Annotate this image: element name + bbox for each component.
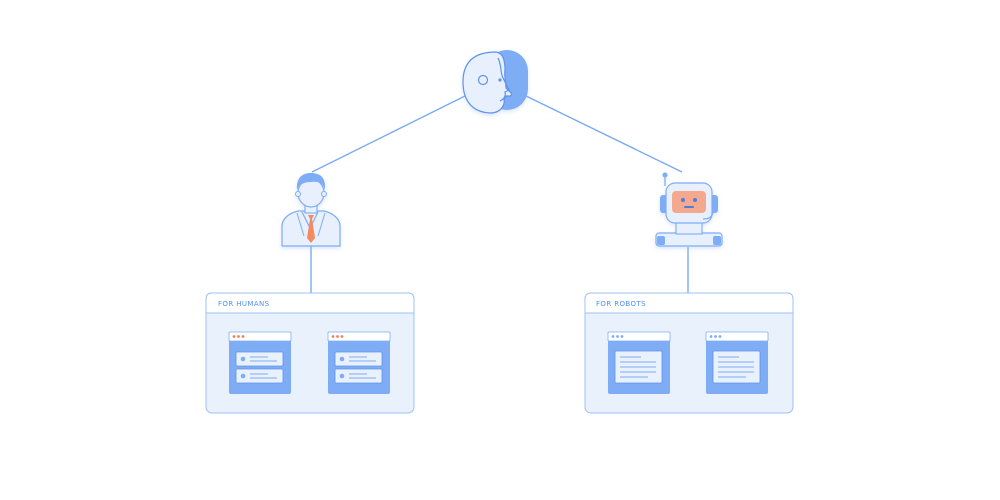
- robot-icon: [655, 172, 723, 247]
- browser-card-robot-2: [705, 331, 769, 394]
- businessman-icon: [281, 173, 341, 247]
- panel-title-humans: FOR HUMANS: [218, 300, 270, 308]
- panel-title-robots: FOR ROBOTS: [596, 300, 646, 308]
- human-robot-face-icon: [462, 50, 528, 114]
- connector-root-human: [311, 95, 466, 173]
- browser-card-robot-1: [607, 331, 671, 394]
- browser-card-human-1: [228, 331, 292, 394]
- panel-for-humans: FOR HUMANS: [205, 292, 415, 414]
- panel-for-robots: FOR ROBOTS: [584, 292, 794, 414]
- connector-lines: [310, 95, 689, 293]
- connector-root-robot: [525, 95, 683, 173]
- browser-card-human-2: [327, 331, 391, 394]
